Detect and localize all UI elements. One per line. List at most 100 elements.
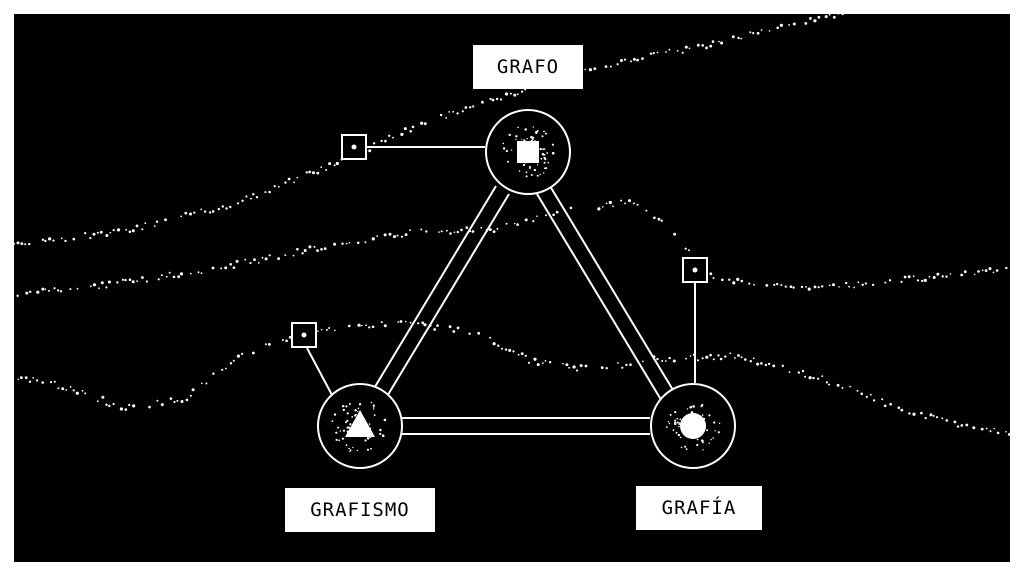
wave-dot [17,378,19,381]
wave-dot [908,412,911,415]
wave-dot [492,342,496,346]
wave-dot [393,235,396,239]
node-grafismo [317,383,403,469]
wave-dot [333,242,337,246]
wave-dot [273,185,276,188]
speckle-dot [712,437,714,439]
wave-dot [883,404,887,408]
speckle-dot [348,403,351,405]
wave-dot [749,31,752,34]
wave-dot [316,249,319,253]
speckle-dot [544,158,547,161]
wave-dot [912,412,916,416]
wave-dot [665,51,667,53]
wave-dot [232,359,235,362]
speckle-dot [545,167,548,170]
wave-dot [433,328,436,331]
wave-dot [565,363,569,367]
speckle-dot [710,438,712,441]
wave-dot [245,195,248,198]
speckle-dot [346,419,349,422]
wave-dot [69,386,72,388]
wave-dot [956,425,960,428]
edge-grafo-grafia [536,185,680,409]
wave-dot [860,392,863,396]
wave-dot [185,398,189,402]
speckle-dot [507,160,509,163]
wave-dot [524,354,527,357]
wave-dot [301,252,304,255]
wave-dot [191,388,195,392]
wave-dot [624,202,626,205]
wave-dot [69,288,72,291]
wave-dot [252,351,255,355]
speckle-dot [708,442,710,444]
wave-dot [981,269,984,272]
wave-dot [20,376,23,379]
speckle-dot [358,403,362,406]
wave-dot [16,241,20,245]
wave-dot [864,282,867,285]
wave-dot [788,371,791,374]
wave-dot [921,279,924,283]
wave-dot [729,352,732,355]
wave-dot [177,275,181,279]
speckle-dot [348,447,350,450]
wave-dot [438,231,440,233]
wave-dot [965,423,969,427]
wave-dot [828,383,830,386]
wave-dot [121,278,124,281]
wave-dot [281,339,284,341]
wave-dot [620,59,623,62]
wave-dot [711,40,715,43]
wave-dot [197,271,200,274]
wave-dot [696,359,700,362]
wave-dot [756,362,760,366]
speckle-dot [702,441,704,444]
wave-dot [421,321,425,325]
speckle-dot [370,447,372,450]
speckle-dot [339,430,342,432]
speckle-dot [349,423,352,426]
wave-dot [813,285,817,289]
speckle-dot [676,418,678,420]
wave-dot [616,63,619,66]
wave-dot [499,98,503,101]
speckle-dot [373,408,375,410]
wave-dot [357,323,361,327]
wave-dot [397,321,400,323]
wave-dot [977,270,980,273]
wave-dot [101,395,105,399]
speckle-dot [696,438,699,441]
speckle-dot [674,419,677,422]
wave-dot [602,206,604,208]
wave-dot [509,92,512,95]
speckle-dot [689,405,692,409]
speckle-dot [366,448,370,451]
wave-dot [131,229,135,233]
wave-dot [812,376,815,380]
wave-dot [748,282,751,285]
speckle-dot [543,148,546,150]
wave-dot [709,353,712,357]
wave-dot [653,216,656,220]
wave-dot [169,397,173,400]
wave-dot [801,369,805,373]
speckle-dot [714,430,716,432]
wave-dot [837,14,840,15]
wave-dot [173,400,176,404]
wave-dot [872,399,876,402]
wave-dot [845,281,848,285]
wave-dot [505,222,508,225]
wave-dot [749,360,752,363]
speckle-dot [680,446,683,449]
wave-dot [404,233,408,237]
wave-dot [668,48,671,51]
wave-dot [597,207,601,211]
wave-dot [124,278,127,282]
wave-dot [360,324,363,327]
wave-dot [201,382,203,385]
speckle-dot [543,161,546,164]
wave-dot [492,230,496,234]
wave-dot [76,287,79,290]
